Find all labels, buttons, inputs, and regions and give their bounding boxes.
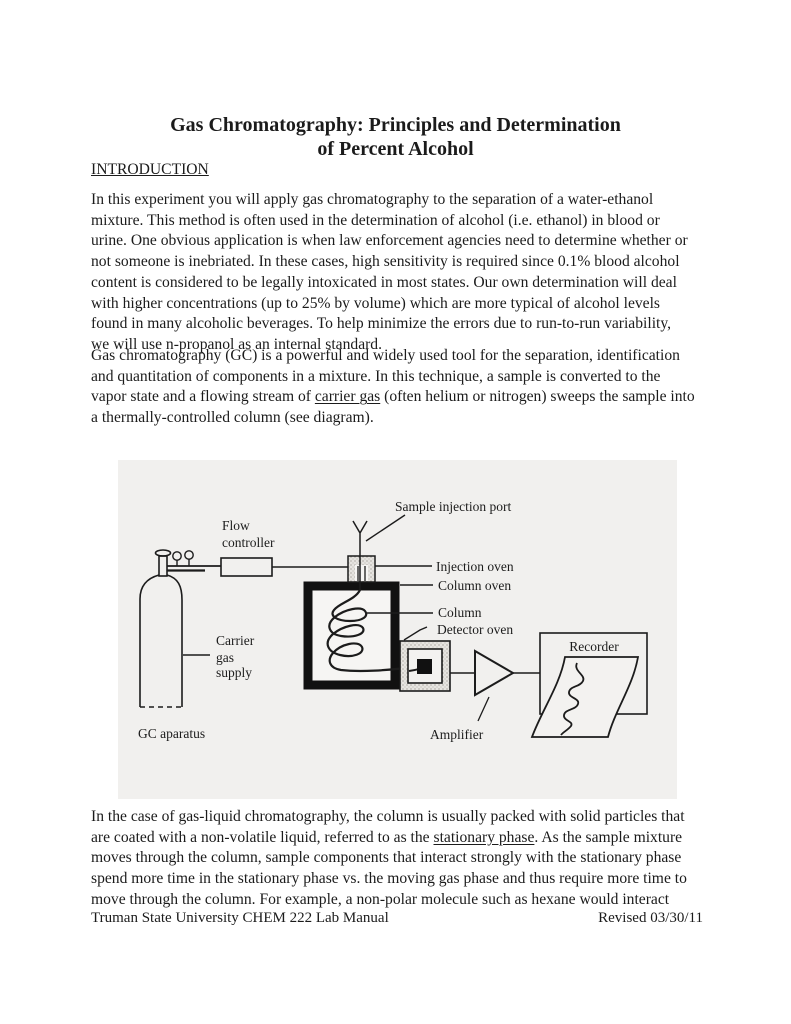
label-sample-injection-port: Sample injection port (395, 499, 511, 514)
label-detector-oven: Detector oven (437, 622, 513, 637)
page-footer: Truman State University CHEM 222 Lab Man… (91, 908, 703, 928)
paragraph3-text: In the case of gas-liquid chromatography… (91, 808, 685, 846)
label-pointer-lines (183, 514, 433, 656)
chromatogram-trace (560, 662, 585, 736)
amplifier-pointer-line (477, 696, 490, 722)
carrier-gas-term: carrier gas (314, 388, 381, 406)
label-carrier-line2: gas (216, 650, 234, 665)
page-title: Gas Chromatography: Principles and Deter… (0, 113, 791, 161)
label-carrier-line3: supply (216, 665, 252, 680)
label-gc-apparatus: GC aparatus (138, 726, 205, 741)
recorder-unit (530, 632, 648, 738)
introduction-heading: INTRODUCTION (91, 161, 209, 178)
label-injection-oven: Injection oven (436, 559, 514, 574)
paragraph-gc-description: Gas chromatography (GC) is a powerful an… (91, 346, 763, 429)
gc-apparatus-diagram: Flow controller Sample injection port In… (118, 460, 677, 799)
paragraph-gas-liquid-chromatography: In the case of gas-liquid chromatography… (91, 807, 763, 911)
paragraph2-text-cont: (often helium or nitrogen) sweeps the sa… (91, 388, 695, 427)
label-amplifier: Amplifier (430, 727, 484, 742)
injection-port (347, 520, 376, 590)
label-recorder: Recorder (569, 639, 619, 654)
label-flow-controller-line1: Flow (222, 518, 250, 533)
gas-cylinder-shape (139, 549, 183, 708)
footer-revision-date: Revised 03/30/11 (598, 910, 703, 926)
label-column: Column (438, 605, 482, 620)
page-title-line2: of Percent Alcohol (317, 138, 474, 161)
paragraph-experiment-overview: In this experiment you will apply gas ch… (91, 191, 688, 353)
page-title-line1: Gas Chromatography: Principles and Deter… (170, 114, 621, 137)
stationary-phase-term: stationary phase (433, 828, 535, 846)
detector-element (417, 659, 432, 674)
label-flow-controller-line2: controller (222, 535, 275, 550)
detector-box (399, 640, 451, 692)
label-column-oven: Column oven (438, 578, 511, 593)
label-carrier-line1: Carrier (216, 633, 255, 648)
paragraph3-text-cont: . As the sample mixture moves through th… (91, 828, 687, 908)
paragraph2-text: Gas chromatography (GC) is a powerful an… (91, 347, 680, 406)
footer-manual-title: Truman State University CHEM 222 Lab Man… (91, 910, 389, 926)
amplifier-triangle (474, 649, 515, 697)
syringe-needle (352, 520, 368, 590)
regulator-gauges-shape (167, 550, 221, 572)
flow-controller-box (220, 557, 273, 577)
chart-paper (530, 656, 640, 738)
column-coil (326, 588, 450, 673)
